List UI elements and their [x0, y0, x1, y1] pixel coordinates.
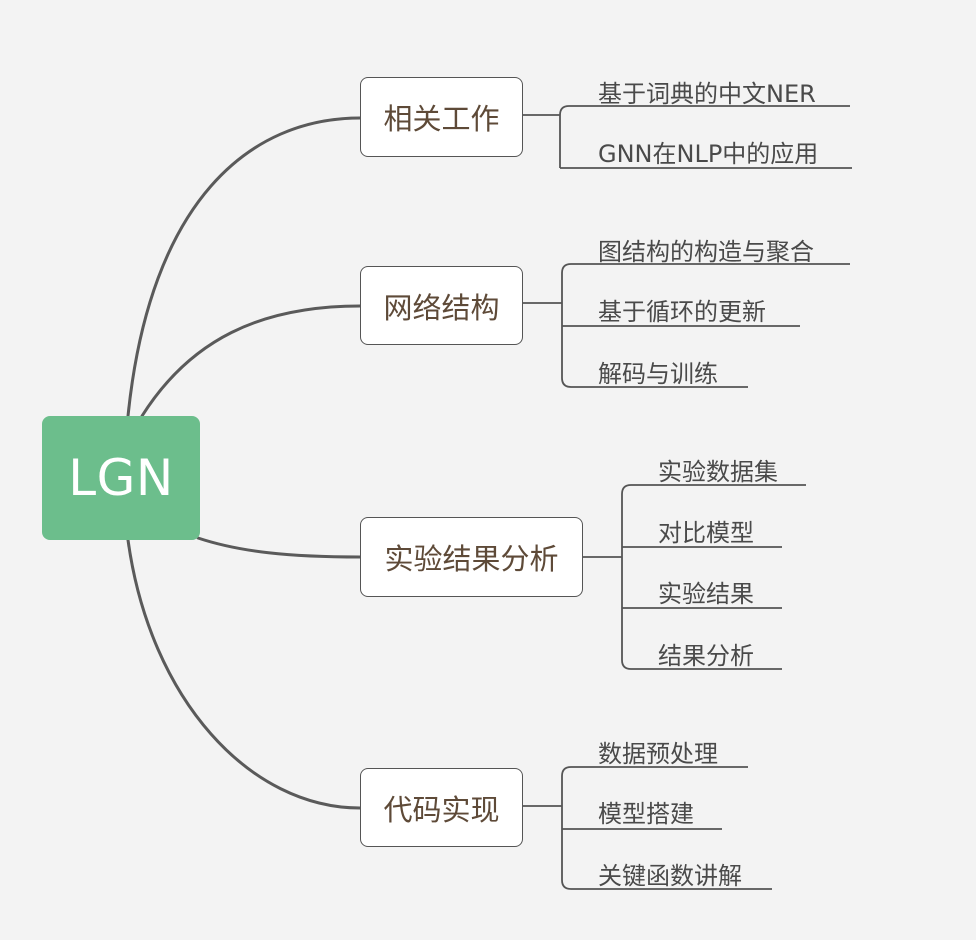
branch-1-leaf-0-line — [561, 263, 850, 274]
root-to-branch-3 — [126, 538, 362, 810]
root-node[interactable]: LGN — [42, 416, 200, 540]
leaf-node[interactable]: 解码与训练 — [598, 360, 718, 388]
branch-1-leaf-2-line — [561, 377, 748, 388]
branch-2-leaf-3-line — [621, 659, 782, 670]
leaf-node[interactable]: 模型搭建 — [598, 800, 694, 828]
branch-0-leaf-0-line — [559, 105, 850, 116]
branch-node-code-implementation[interactable]: 代码实现 — [360, 768, 523, 847]
leaf-node[interactable]: 基于词典的中文NER — [598, 80, 816, 108]
branch-3-leaf-2-line — [561, 879, 772, 890]
branch-node-experiment-analysis[interactable]: 实验结果分析 — [360, 517, 583, 597]
root-to-branch-1 — [140, 304, 362, 418]
leaf-node[interactable]: 关键函数讲解 — [598, 862, 742, 890]
leaf-node[interactable]: 图结构的构造与聚合 — [598, 238, 814, 266]
root-to-branch-2 — [196, 536, 362, 559]
leaf-node[interactable]: 数据预处理 — [598, 740, 718, 768]
branch-3-leaf-0-line — [561, 766, 748, 777]
leaf-node[interactable]: 实验数据集 — [658, 458, 778, 486]
leaf-node[interactable]: 基于循环的更新 — [598, 298, 766, 326]
leaf-node[interactable]: 对比模型 — [658, 519, 754, 547]
branch-2-leaf-0-line — [621, 484, 806, 495]
branch-node-related-work[interactable]: 相关工作 — [360, 77, 523, 157]
root-to-branch-0 — [126, 116, 362, 418]
leaf-node[interactable]: 结果分析 — [658, 642, 754, 670]
branch-node-network-structure[interactable]: 网络结构 — [360, 266, 523, 345]
leaf-node[interactable]: 实验结果 — [658, 580, 754, 608]
leaf-node[interactable]: GNN在NLP中的应用 — [598, 140, 819, 168]
